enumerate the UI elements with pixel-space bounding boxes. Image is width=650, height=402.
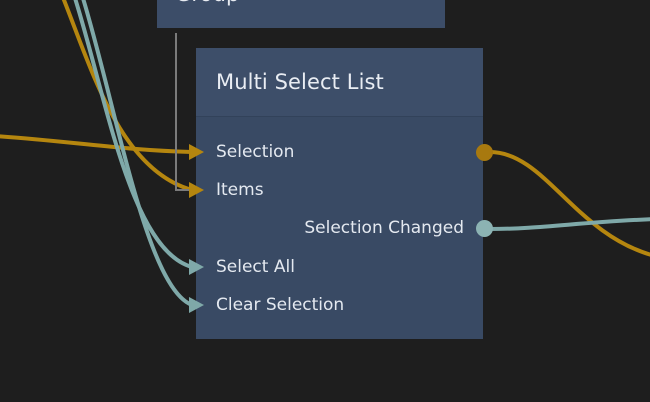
port-row-selection[interactable]: Selection (196, 140, 483, 164)
port-label-items: Items (216, 180, 264, 200)
node-header[interactable]: Multi Select List (196, 48, 483, 117)
port-row-items[interactable]: Items (196, 178, 483, 202)
input-port-items-arrow-icon[interactable] (189, 182, 204, 198)
input-port-select-all-arrow-icon[interactable] (189, 259, 204, 275)
wire-selection-changed-output (489, 217, 650, 231)
wire-selection-input (0, 134, 193, 154)
port-label-clear-selection: Clear Selection (216, 295, 345, 315)
wire-items-input (61, 0, 193, 192)
port-label-selection: Selection (216, 142, 295, 162)
input-port-clear-selection-arrow-icon[interactable] (189, 297, 204, 313)
port-row-select-all[interactable]: Select All (196, 255, 483, 279)
output-port-data-dot-icon[interactable] (476, 144, 493, 161)
port-label-selection-changed: Selection Changed (304, 218, 464, 238)
input-port-selection-arrow-icon[interactable] (189, 144, 204, 160)
group-link-elbow (175, 189, 189, 191)
port-row-clear-selection[interactable]: Clear Selection (196, 293, 483, 317)
wire-data-output (489, 150, 650, 257)
output-port-selection-changed-dot-icon[interactable] (476, 220, 493, 237)
group-link-vertical (175, 33, 177, 191)
group-node-title: Group (175, 0, 239, 6)
port-label-select-all: Select All (216, 257, 295, 277)
node-multi-select-list[interactable]: Multi Select List Selection Items Select… (196, 48, 483, 339)
node-title: Multi Select List (216, 70, 384, 94)
port-row-selection-changed[interactable]: Selection Changed (196, 216, 483, 240)
group-node[interactable]: Group (157, 0, 445, 28)
